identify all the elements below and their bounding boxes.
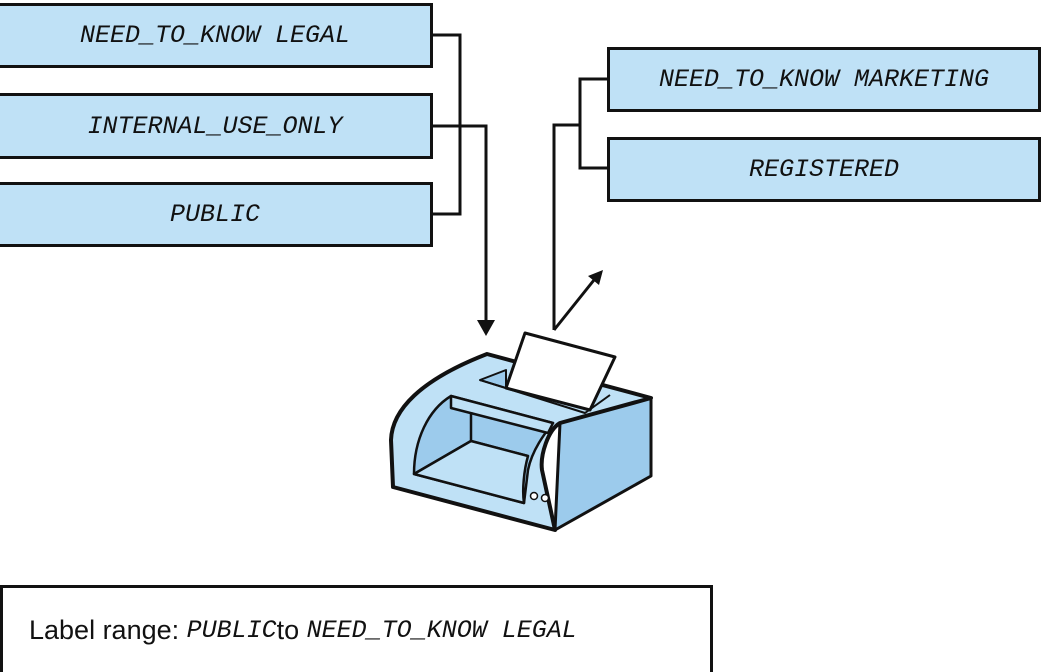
label-text: REGISTERED	[748, 155, 900, 184]
label-text: NEED_TO_KNOW MARKETING	[658, 65, 990, 94]
output-flow-line	[552, 123, 580, 330]
input-bracket	[433, 33, 488, 322]
label-text: INTERNAL_USE_ONLY	[87, 111, 343, 141]
output-flow-arrow	[552, 279, 596, 331]
label-range-connector: to	[276, 614, 307, 645]
label-box-public: PUBLIC	[0, 182, 433, 247]
label-range-prefix: Label range:	[29, 614, 187, 645]
label-range-to: NEED_TO_KNOW LEGAL	[306, 615, 577, 645]
arrow-out-icon	[588, 270, 603, 285]
label-text: NEED_TO_KNOW LEGAL	[79, 21, 351, 50]
label-text: PUBLIC	[169, 200, 260, 229]
label-box-need-to-know-legal: NEED_TO_KNOW LEGAL	[0, 3, 433, 68]
input-flow-arrow	[433, 124, 488, 322]
label-box-registered: REGISTERED	[607, 137, 1041, 202]
output-bracket	[552, 77, 607, 331]
arrow-down-icon	[477, 320, 495, 336]
printer-icon	[389, 331, 653, 532]
label-box-internal-use-only: INTERNAL_USE_ONLY	[0, 93, 433, 159]
label-range-from: PUBLIC	[186, 615, 277, 645]
label-box-need-to-know-marketing: NEED_TO_KNOW MARKETING	[607, 47, 1041, 112]
